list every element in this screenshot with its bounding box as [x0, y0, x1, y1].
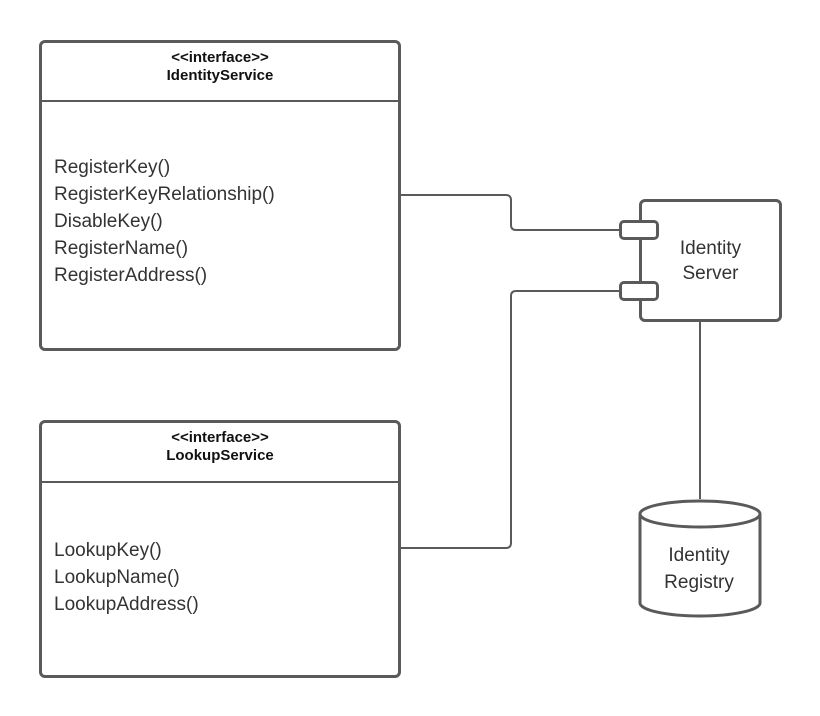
component-label: Identity Server: [679, 237, 742, 284]
method-item: LookupAddress(): [54, 594, 199, 615]
method-item: RegisterKeyRelationship(): [54, 184, 275, 205]
identity-server-component[interactable]: Identity Server: [639, 199, 782, 322]
interface-stereotype: <<interface>>: [171, 49, 269, 66]
interface-name: IdentityService: [166, 67, 274, 84]
method-item: LookupKey(): [54, 540, 162, 561]
identity-service-interface[interactable]: <<interface>> IdentityService RegisterKe…: [39, 40, 401, 351]
database-label: Identity Registry: [664, 545, 734, 593]
method-item: RegisterKey(): [54, 157, 171, 178]
method-list: RegisterKey() RegisterKeyRelationship() …: [54, 154, 275, 289]
lookup-service-interface[interactable]: <<interface>> LookupService LookupKey() …: [39, 420, 401, 678]
interface-name: LookupService: [166, 447, 274, 464]
interface-stereotype: <<interface>>: [171, 429, 269, 446]
component-port-top: [619, 220, 659, 240]
database-cylinder-icon: [638, 499, 762, 618]
interface-header: <<interface>> IdentityService: [42, 43, 398, 102]
method-list: LookupKey() LookupName() LookupAddress(): [54, 537, 199, 618]
interface-header: <<interface>> LookupService: [42, 423, 398, 483]
method-item: RegisterName(): [54, 238, 189, 259]
connector-identity-service: [400, 194, 621, 231]
method-item: LookupName(): [54, 567, 180, 588]
connector-lookup-service: [400, 290, 621, 549]
method-item: RegisterAddress(): [54, 265, 208, 286]
method-item: DisableKey(): [54, 211, 163, 232]
component-port-bottom: [619, 281, 659, 301]
